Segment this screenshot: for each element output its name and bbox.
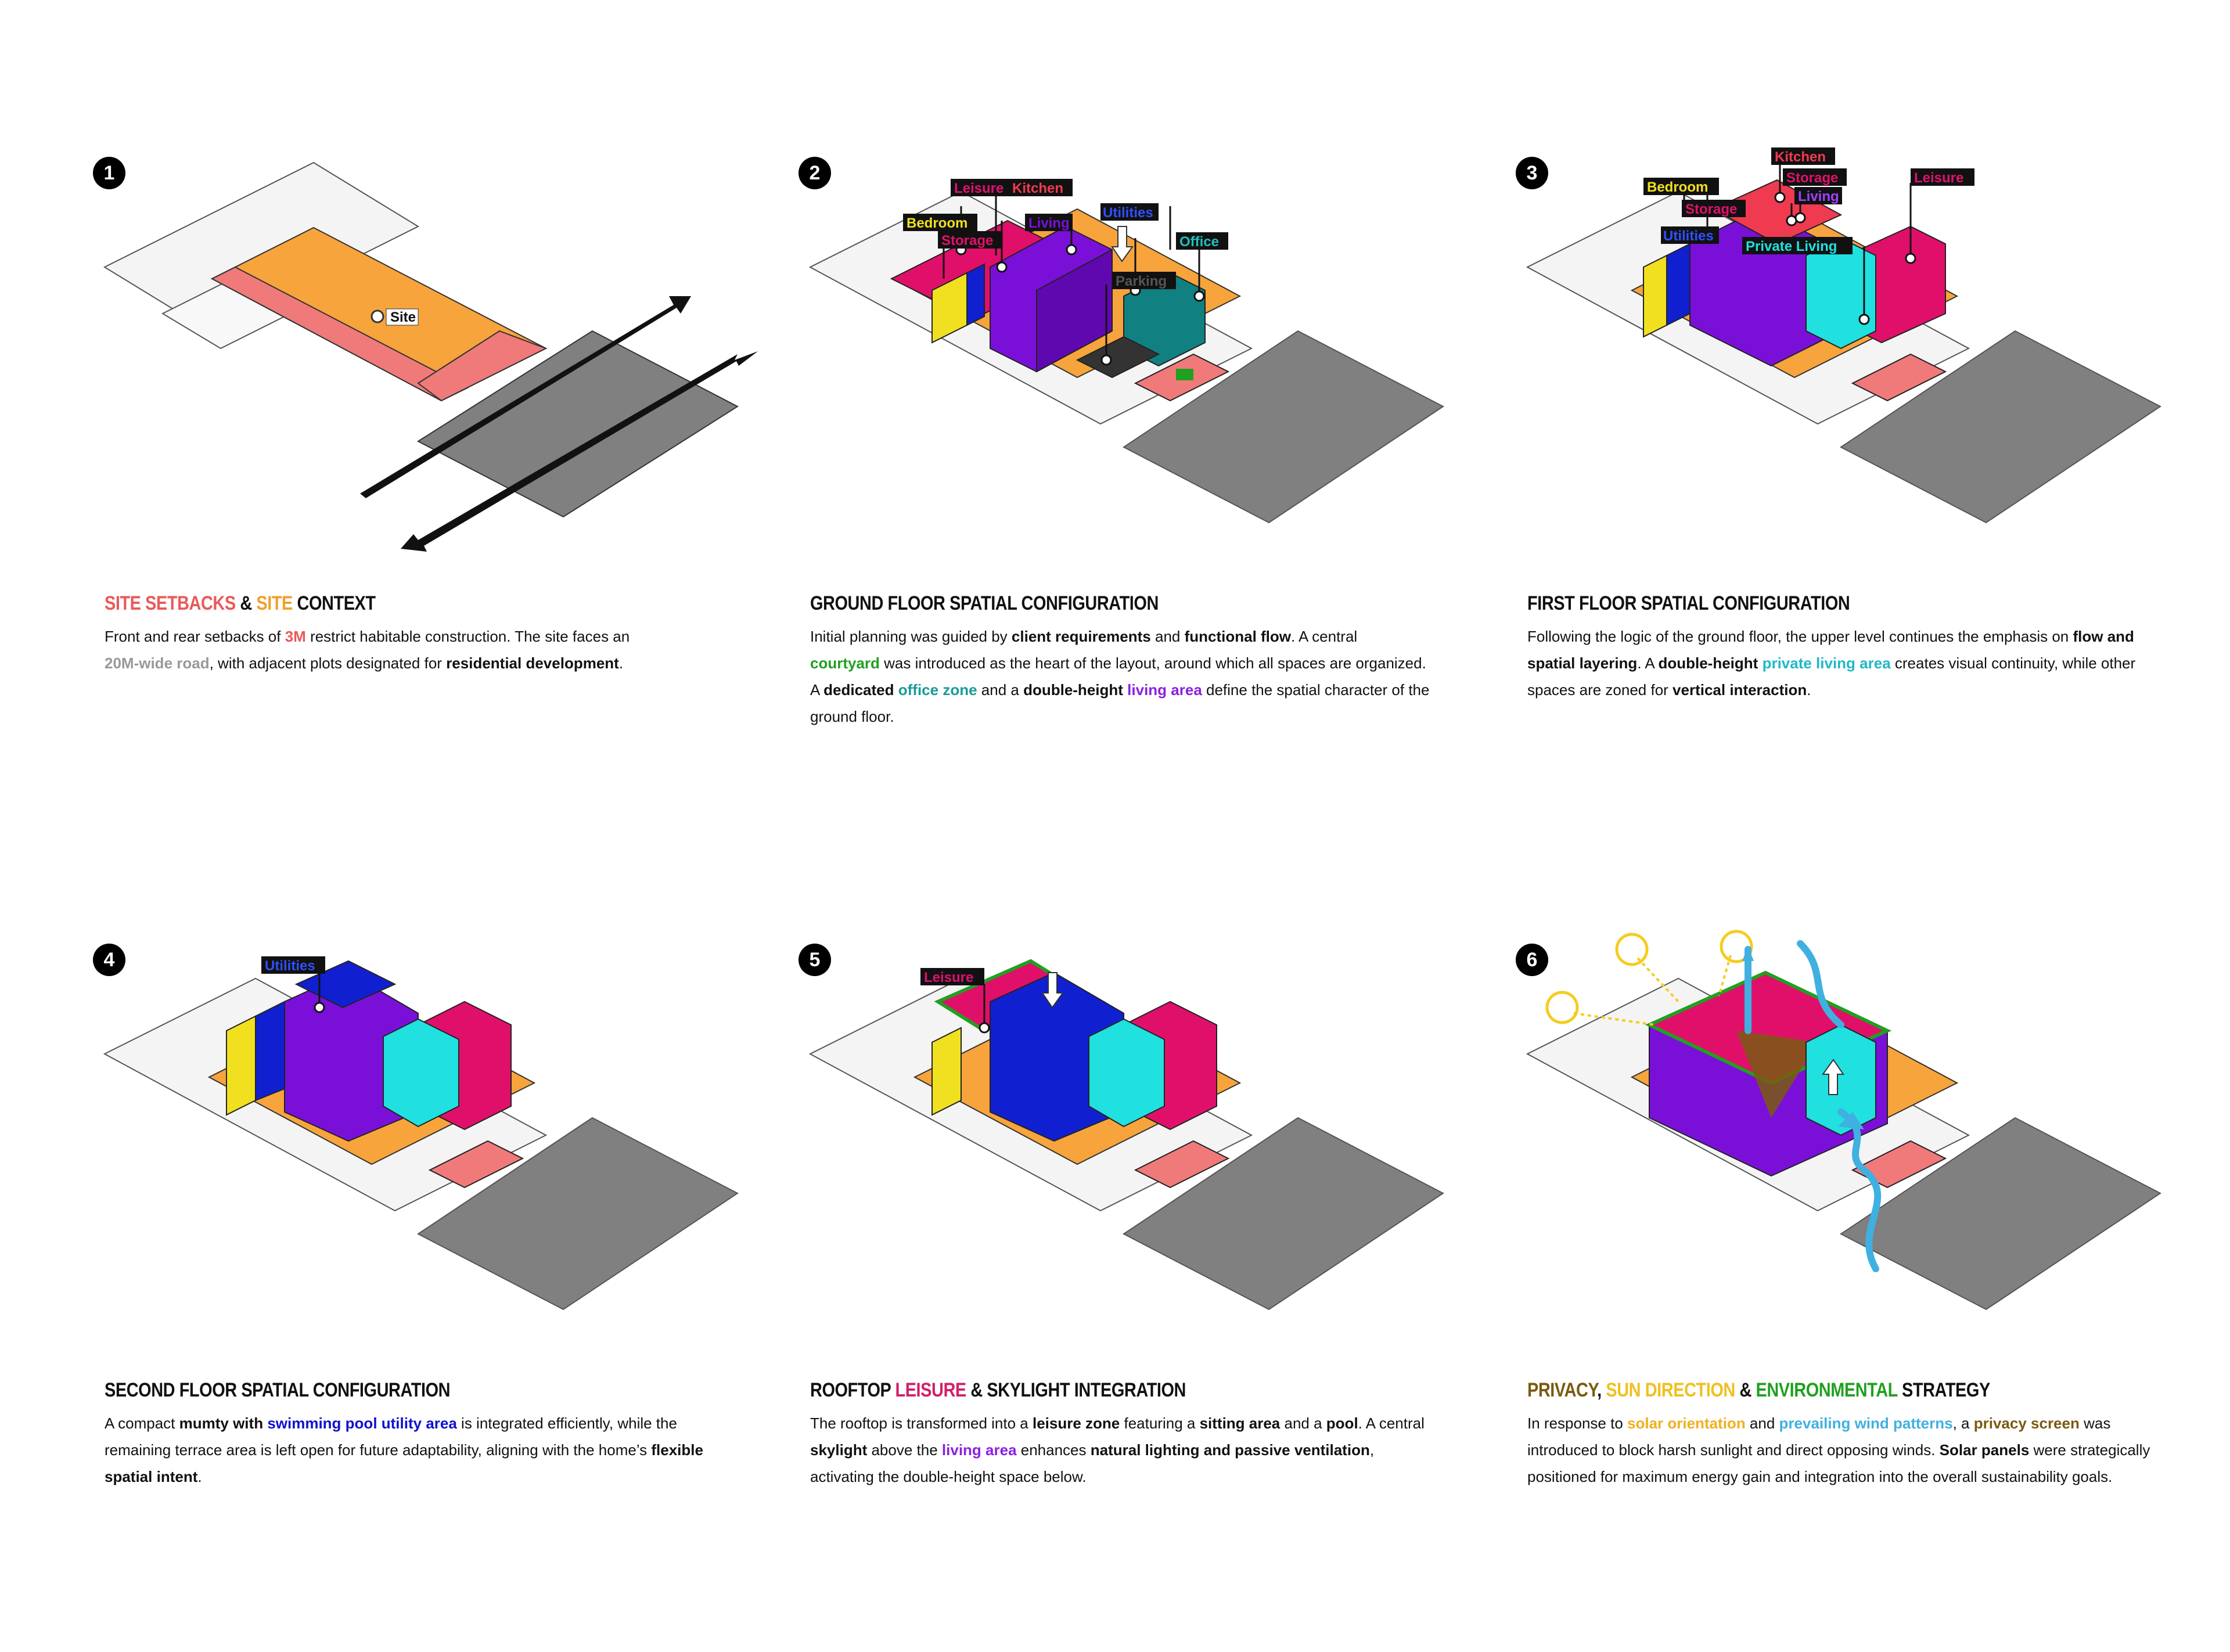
utilities-small-block xyxy=(966,263,985,326)
second-floor-diagram: Utilities xyxy=(103,956,739,1311)
private-living-block xyxy=(1805,237,1876,350)
diagram-sheet: 1 Site SITE SETBACKS & SITE CONTEXT xyxy=(93,139,2189,1485)
label-storage: Storage xyxy=(941,233,993,249)
panel-2-title: GROUND FLOOR SPATIAL CONFIGURATION xyxy=(810,592,1159,614)
panel-1: 1 Site SITE SETBACKS & SITE CONTEXT xyxy=(93,139,767,865)
bedroom-block xyxy=(226,1015,256,1116)
site-marker-icon xyxy=(371,309,384,323)
step-number-5: 5 xyxy=(799,944,831,976)
utilities-block xyxy=(255,1000,285,1102)
step-number-3: 3 xyxy=(1516,157,1548,189)
label-living: Living xyxy=(1798,189,1839,204)
rooftop-diagram: Leisure xyxy=(808,959,1444,1311)
courtyard-green xyxy=(1176,369,1193,380)
skylight-arrow-icon xyxy=(1041,972,1064,1009)
label-living: Living xyxy=(1028,215,1070,231)
panel-5-body: The rooftop is transformed into a leisur… xyxy=(810,1415,1425,1485)
label-parking: Parking xyxy=(1116,273,1167,289)
road xyxy=(1123,330,1444,524)
sun-icons xyxy=(1545,930,1753,1024)
front-setback xyxy=(417,330,548,402)
bedroom-block xyxy=(1643,254,1667,338)
first-floor-diagram: Kitchen Bedroom Storage Storage Living U… xyxy=(1526,147,2161,524)
panel-3-body: Following the logic of the ground floor,… xyxy=(1527,628,2136,699)
panel-5: 5 Leisure ROOFTOP LEISURE & SKYLIGHT INT… xyxy=(799,926,1472,1652)
panel-4-title: SECOND FLOOR SPATIAL CONFIGURATION xyxy=(105,1379,451,1401)
panel-2: 2 xyxy=(799,139,1472,865)
panel-1-title: SITE SETBACKS & SITE CONTEXT xyxy=(105,592,376,614)
panel-3: 3 Kitchen xyxy=(1516,139,2189,865)
road xyxy=(417,1117,739,1311)
label-private-living: Private Living xyxy=(1746,239,1837,254)
panel-6-body: In response to solar orientation and pre… xyxy=(1527,1415,2150,1485)
step-number-1: 1 xyxy=(93,157,125,189)
step-number-2: 2 xyxy=(799,157,831,189)
traffic-arrow-up xyxy=(360,296,691,498)
label-storage-upper: Storage xyxy=(1786,170,1838,186)
sun-icon-1 xyxy=(1615,933,1649,966)
caption-6: PRIVACY, SUN DIRECTION & ENVIRONMENTAL S… xyxy=(1527,1379,2155,1490)
caption-1: SITE SETBACKS & SITE CONTEXT Front and r… xyxy=(105,592,732,676)
panel-1-body: Front and rear setbacks of 3M restrict h… xyxy=(105,628,630,672)
sun-rays xyxy=(1573,955,1732,1026)
entry-arrow-icon xyxy=(1111,226,1134,262)
label-leisure: Leisure xyxy=(954,181,1003,196)
kitchen-block xyxy=(1711,179,1843,245)
label-utilities: Utilities xyxy=(1103,205,1153,221)
label-bedroom: Bedroom xyxy=(907,215,967,231)
utilities-block xyxy=(1666,243,1691,326)
label-kitchen: Kitchen xyxy=(1012,181,1063,196)
caption-3: FIRST FLOOR SPATIAL CONFIGURATION Follow… xyxy=(1527,592,2155,703)
privacy-screen xyxy=(1736,1031,1818,1118)
panel-2-body: Initial planning was guided by client re… xyxy=(810,628,1430,725)
label-kitchen: Kitchen xyxy=(1775,149,1826,165)
step-number-6: 6 xyxy=(1516,944,1548,976)
caption-4: SECOND FLOOR SPATIAL CONFIGURATION A com… xyxy=(105,1379,732,1490)
site-context-diagram: Site xyxy=(103,161,758,552)
label-bedroom: Bedroom xyxy=(1647,179,1708,195)
step-number-4: 4 xyxy=(93,944,125,976)
ground-floor-diagram: Leisure Kitchen Bedroom Storage Living U… xyxy=(808,179,1444,524)
panel-4-body: A compact mumty with swimming pool utili… xyxy=(105,1415,703,1485)
parking-area xyxy=(1076,336,1160,379)
caption-2: GROUND FLOOR SPATIAL CONFIGURATION Initi… xyxy=(810,592,1437,730)
panel-3-title: FIRST FLOOR SPATIAL CONFIGURATION xyxy=(1527,592,1850,614)
panel-6: 6 xyxy=(1516,926,2189,1652)
label-utilities: Utilities xyxy=(1663,228,1714,244)
wind-icon xyxy=(1745,940,1882,1272)
label-leisure: Leisure xyxy=(1914,170,1963,186)
environmental-strategy-diagram xyxy=(1526,930,2161,1311)
label-storage-lower: Storage xyxy=(1685,201,1737,217)
sun-icon-3 xyxy=(1545,991,1579,1024)
label-leisure: Leisure xyxy=(924,970,973,985)
road xyxy=(1840,330,2161,524)
road xyxy=(1123,1117,1444,1311)
label-office: Office xyxy=(1179,234,1219,250)
site-label: Site xyxy=(390,309,416,325)
panel-6-title: PRIVACY, SUN DIRECTION & ENVIRONMENTAL S… xyxy=(1527,1379,1990,1401)
traffic-arrows xyxy=(360,296,758,552)
traffic-arrow-down xyxy=(401,351,758,552)
label-utilities: Utilities xyxy=(265,958,315,974)
caption-5: ROOFTOP LEISURE & SKYLIGHT INTEGRATION T… xyxy=(810,1379,1437,1490)
mumty-block xyxy=(294,960,397,1009)
panel-5-title: ROOFTOP LEISURE & SKYLIGHT INTEGRATION xyxy=(810,1379,1186,1401)
sun-icon-2 xyxy=(1720,930,1753,963)
private-living-block xyxy=(383,1018,459,1128)
panel-4: 4 Utilities SECOND FLOOR SPATIAL CONFIGU… xyxy=(93,926,767,1652)
ventilation-arrow-icon xyxy=(1822,1059,1844,1095)
road xyxy=(1840,1117,2161,1311)
